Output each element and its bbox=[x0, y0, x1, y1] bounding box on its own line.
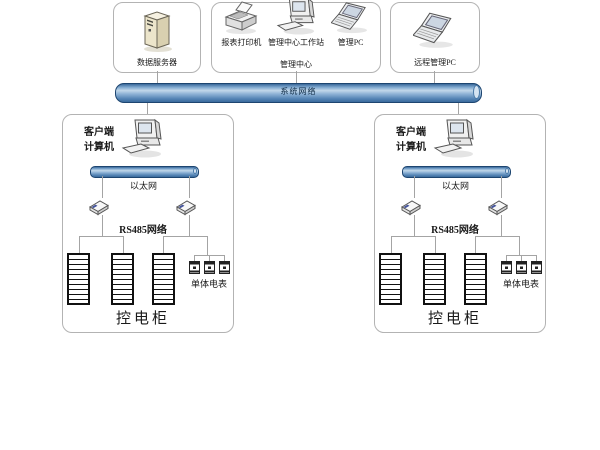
ethernet-bar bbox=[90, 166, 199, 178]
remote-pc-label: 远程管理PC bbox=[414, 58, 456, 67]
connector-line bbox=[391, 236, 436, 237]
client-computer-label-line1: 客户端 bbox=[396, 127, 426, 138]
server-node-box: 数据服务器 bbox=[113, 2, 201, 73]
connector-line bbox=[194, 255, 195, 261]
server-label: 数据服务器 bbox=[137, 58, 177, 67]
management-pc-item: 管理PC bbox=[330, 1, 371, 48]
connector-line bbox=[434, 71, 435, 83]
laptop-icon bbox=[330, 1, 371, 35]
ethernet-label: 以太网 bbox=[441, 181, 469, 191]
meter-icon bbox=[516, 261, 527, 274]
connector-line bbox=[296, 71, 297, 83]
pipe-end-cap bbox=[193, 168, 197, 174]
connector-line bbox=[79, 236, 80, 253]
client-computer-label-line2: 计算机 bbox=[84, 142, 114, 153]
client-cluster-right: 客户端 计算机 以太网 bbox=[374, 114, 546, 333]
ethernet-bar bbox=[402, 166, 511, 178]
connector-line bbox=[79, 236, 124, 237]
connector-line bbox=[475, 236, 476, 253]
management-center-box: 报表打印机 管理中心工作站 bbox=[211, 0, 381, 73]
printer-icon bbox=[222, 1, 260, 35]
connector-line bbox=[189, 176, 190, 198]
rs485-converter-icon bbox=[487, 198, 509, 216]
cabinets-label: 控电柜 bbox=[115, 311, 170, 327]
system-network-bar: 系统网络 bbox=[115, 83, 482, 103]
control-cabinet bbox=[423, 253, 446, 305]
meter-icon bbox=[219, 261, 230, 274]
meters-label: 单体电表 bbox=[502, 279, 539, 289]
connector-line bbox=[521, 255, 522, 261]
system-network-label: 系统网络 bbox=[280, 87, 317, 96]
desktop-computer-icon bbox=[276, 0, 316, 35]
rs485-converter-icon bbox=[175, 198, 197, 216]
cabinets-label: 控电柜 bbox=[427, 311, 482, 327]
workstation-item: 管理中心工作站 bbox=[268, 0, 324, 48]
control-cabinet bbox=[67, 253, 90, 305]
remote-pc-box: 远程管理PC bbox=[390, 2, 480, 73]
connector-line bbox=[414, 176, 415, 198]
connector-line bbox=[102, 176, 103, 198]
connector-line bbox=[123, 236, 124, 253]
connector-line bbox=[391, 236, 392, 253]
rs485-network-label: RS485网络 bbox=[119, 225, 167, 236]
client-cluster-left: 客户端 计算机 以太网 bbox=[62, 114, 234, 333]
rs485-converter-icon bbox=[88, 198, 110, 216]
connector-line bbox=[506, 255, 507, 261]
connector-line bbox=[209, 255, 210, 261]
rs485-converter-icon bbox=[400, 198, 422, 216]
ethernet-label: 以太网 bbox=[129, 181, 157, 191]
meter-icon bbox=[531, 261, 542, 274]
connector-line bbox=[189, 215, 190, 236]
client-computer-label-line1: 客户端 bbox=[84, 127, 114, 138]
printer-label: 报表打印机 bbox=[221, 38, 262, 47]
management-pc-label: 管理PC bbox=[337, 38, 364, 47]
client-computer-label-line2: 计算机 bbox=[396, 142, 426, 153]
control-cabinet bbox=[379, 253, 402, 305]
management-center-caption: 管理中心 bbox=[280, 60, 312, 69]
pipe-end-cap bbox=[505, 168, 509, 174]
connector-line bbox=[501, 176, 502, 198]
connector-line bbox=[163, 236, 208, 237]
connector-line bbox=[147, 100, 148, 114]
connector-line bbox=[102, 215, 103, 236]
client-computer-icon bbox=[433, 118, 475, 158]
connector-line bbox=[435, 236, 436, 253]
connector-line bbox=[157, 71, 158, 83]
control-cabinet bbox=[111, 253, 134, 305]
meter-icon bbox=[189, 261, 200, 274]
workstation-label: 管理中心工作站 bbox=[267, 38, 324, 47]
connector-line bbox=[519, 236, 520, 255]
server-tower-icon bbox=[137, 8, 177, 52]
connector-line bbox=[458, 100, 459, 114]
connector-line bbox=[207, 236, 208, 255]
rs485-network-label: RS485网络 bbox=[431, 225, 479, 236]
client-computer-icon bbox=[121, 118, 163, 158]
control-cabinet bbox=[464, 253, 487, 305]
printer-item: 报表打印机 bbox=[221, 1, 261, 48]
connector-line bbox=[224, 255, 225, 261]
connector-line bbox=[163, 236, 164, 253]
connector-line bbox=[536, 255, 537, 261]
meter-icon bbox=[204, 261, 215, 274]
meters-label: 单体电表 bbox=[190, 279, 227, 289]
meter-icon bbox=[501, 261, 512, 274]
connector-line bbox=[501, 215, 502, 236]
control-cabinet bbox=[152, 253, 175, 305]
remote-laptop-icon bbox=[413, 11, 457, 49]
connector-line bbox=[414, 215, 415, 236]
pipe-end-cap bbox=[473, 85, 480, 99]
connector-line bbox=[475, 236, 520, 237]
